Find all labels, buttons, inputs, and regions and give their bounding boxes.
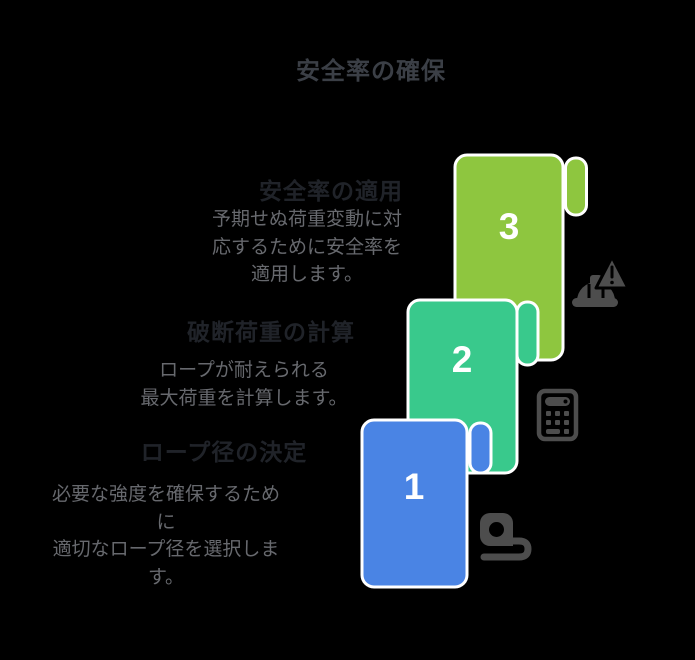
page-title: 安全率の確保 xyxy=(296,58,446,85)
step-2-heading: 破断荷重の計算 xyxy=(187,319,355,345)
ribbon-3-tab xyxy=(564,156,588,217)
ribbon-2-tab xyxy=(515,300,540,367)
helmet-warning-icon xyxy=(572,255,630,307)
step-3-heading: 安全率の適用 xyxy=(259,178,403,204)
step-number-1: 1 xyxy=(403,466,425,507)
ribbon-1-panel xyxy=(360,418,469,589)
step-1-description: 必要な強度を確保するために 適切なロープ径を選択します。 xyxy=(51,484,280,588)
calculator-icon xyxy=(536,388,579,442)
ribbon-step-1 xyxy=(360,418,493,589)
step-number-2: 2 xyxy=(451,339,473,380)
step-number-3: 3 xyxy=(498,206,520,247)
step-2-description: ロープが耐えられる 最大荷重を計算します。 xyxy=(140,360,348,409)
step-1-heading: ロープ径の決定 xyxy=(140,439,308,465)
step-3-description: 予期せぬ荷重変動に対 応するために安全率を 適用します。 xyxy=(211,209,402,285)
tape-measure-icon xyxy=(480,513,532,561)
ribbon-1-tab xyxy=(468,421,493,475)
